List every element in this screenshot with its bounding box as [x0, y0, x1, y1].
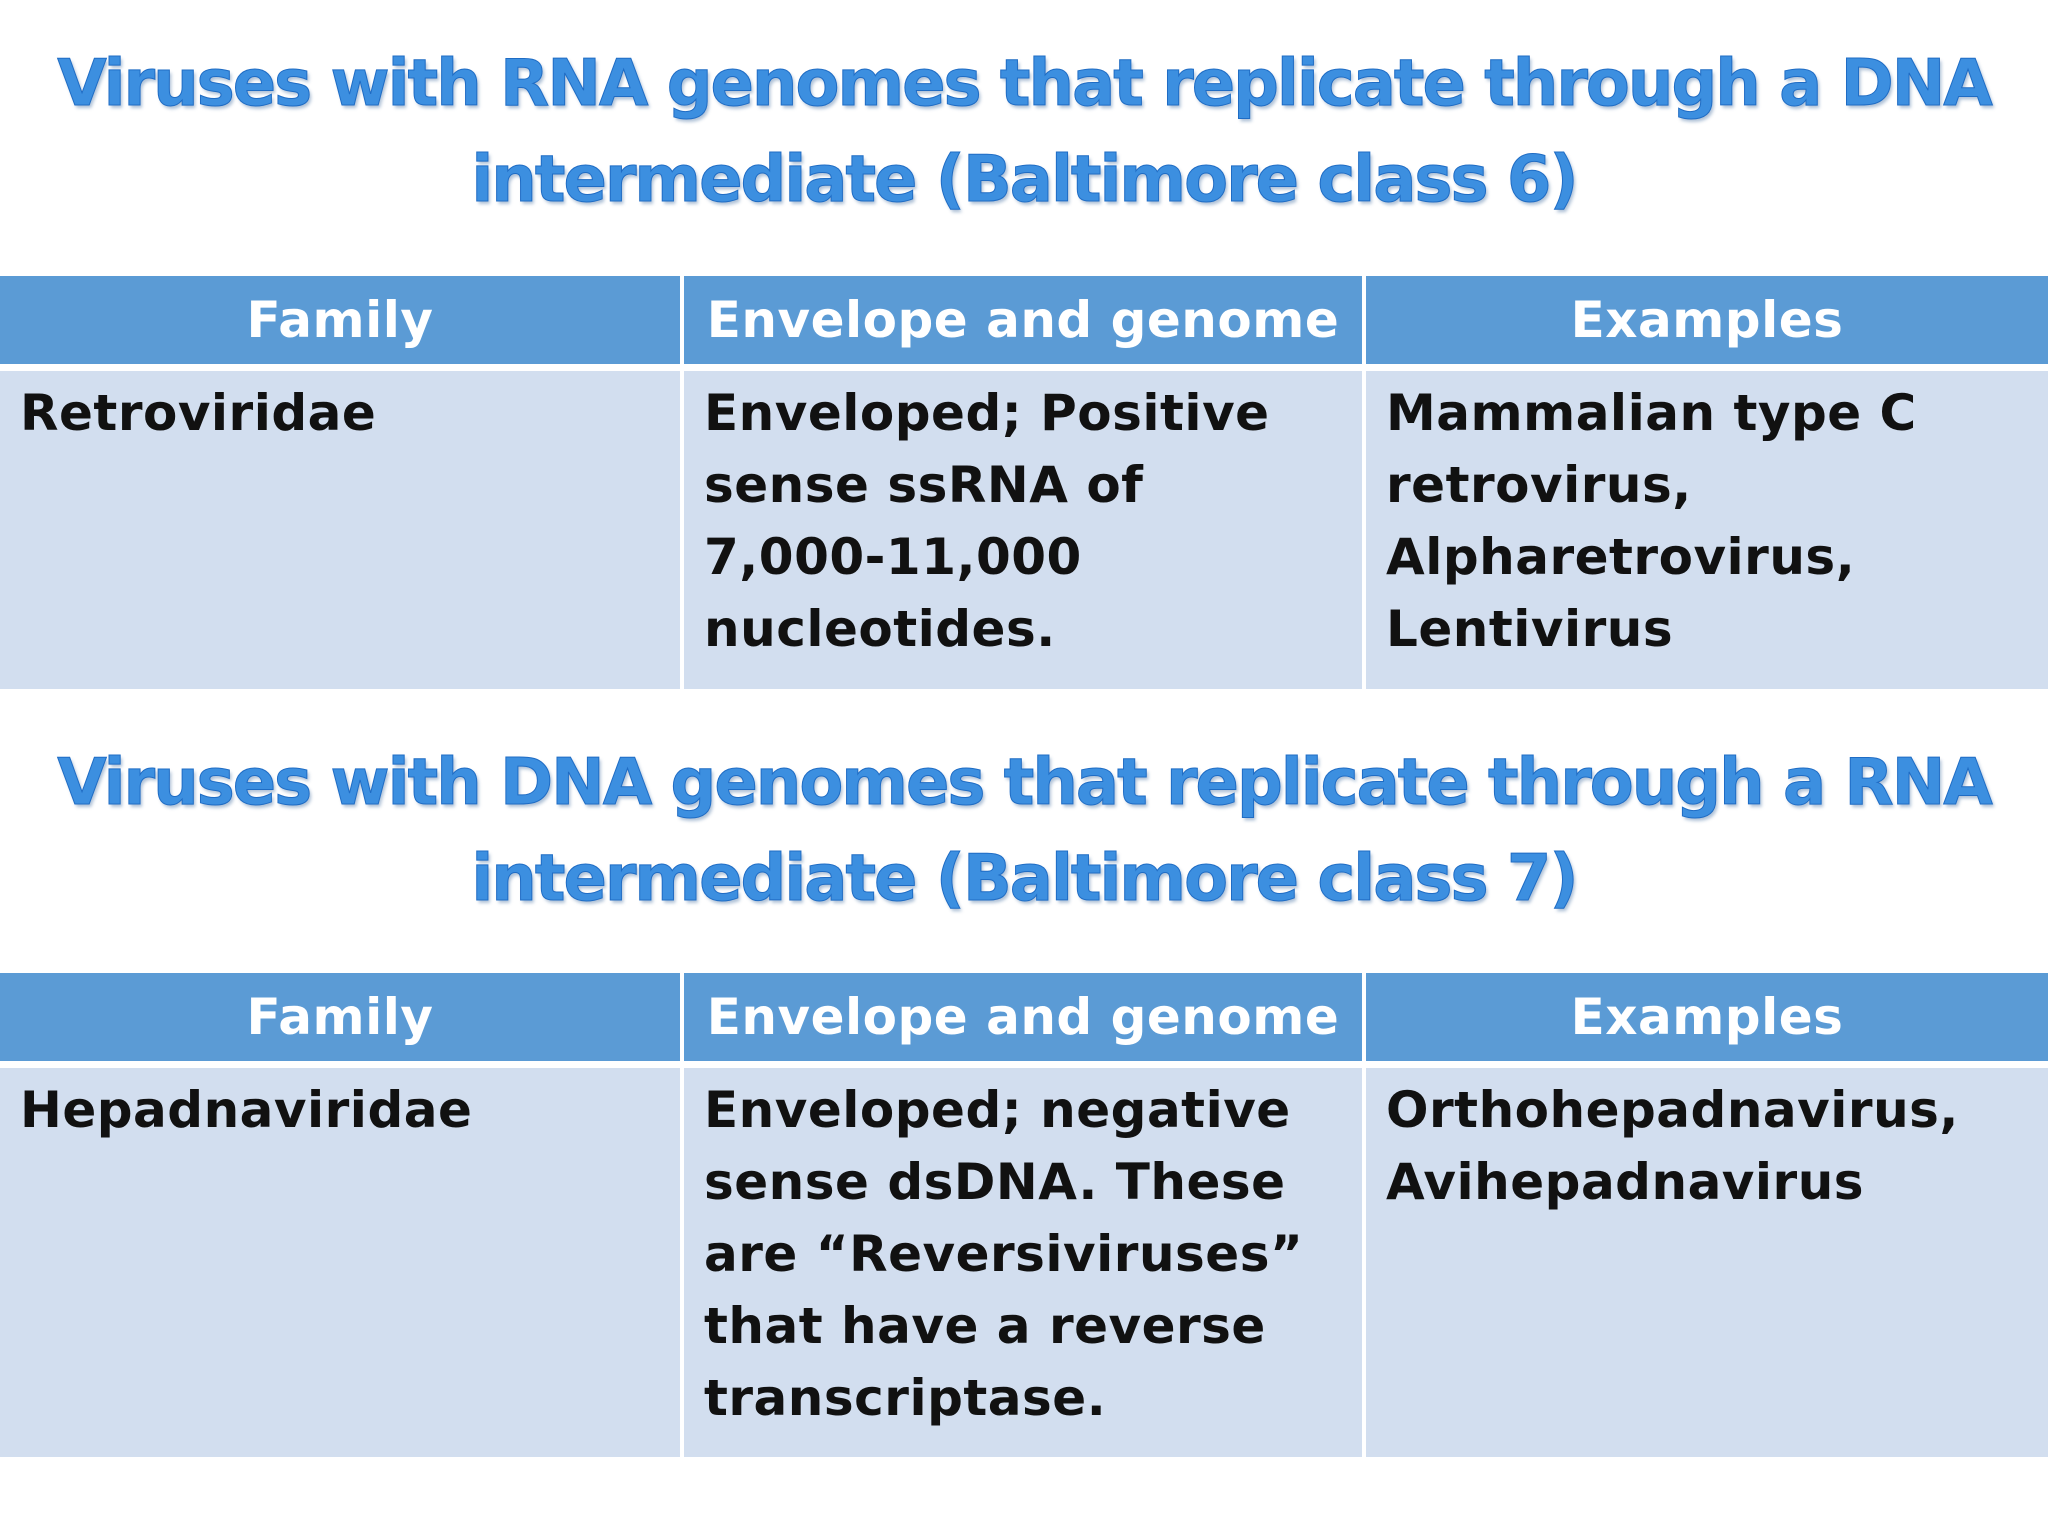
- envelope-genome-text: Enveloped; Positive sense ssRNA of 7,000…: [704, 384, 1270, 658]
- section-1-title-line-1: Viruses with RNA genomes that replicate …: [57, 47, 1994, 122]
- cell-envelope-genome: Enveloped; Positive sense ssRNA of 7,000…: [682, 367, 1366, 689]
- section-1-title: Viruses with RNA genomes that replicate …: [40, 36, 2008, 228]
- table-row: Retroviridae Enveloped; Positive sense s…: [0, 367, 2048, 689]
- cell-family: Retroviridae: [0, 367, 684, 689]
- column-header-examples: Examples: [1364, 973, 2048, 1068]
- cell-family: Hepadnaviridae: [0, 1064, 684, 1457]
- section-2-title: Viruses with DNA genomes that replicate …: [40, 735, 2008, 927]
- table-row: Hepadnaviridae Enveloped; negative sense…: [0, 1064, 2048, 1457]
- table-header-row: Family Envelope and genome Examples: [0, 973, 2048, 1068]
- envelope-genome-text: Enveloped; negative sense dsDNA. These a…: [704, 1081, 1304, 1427]
- examples-text: Mammalian type C retrovirus, Alpharetrov…: [1386, 384, 1917, 658]
- examples-text: Orthohepadnavirus, Avihepadnavirus: [1386, 1081, 1959, 1211]
- column-header-envelope-genome: Envelope and genome: [682, 973, 1366, 1068]
- family-text: Hepadnaviridae: [20, 1081, 473, 1139]
- cell-examples: Mammalian type C retrovirus, Alpharetrov…: [1364, 367, 2048, 689]
- column-header-envelope-genome: Envelope and genome: [682, 276, 1366, 371]
- column-header-examples: Examples: [1364, 276, 2048, 371]
- family-text: Retroviridae: [20, 384, 377, 442]
- baltimore-class-7-table: Family Envelope and genome Examples Hepa…: [0, 973, 2048, 1457]
- section-2-title-line-2: intermediate (Baltimore class 7): [471, 842, 1579, 917]
- cell-examples: Orthohepadnavirus, Avihepadnavirus: [1364, 1064, 2048, 1457]
- column-header-family: Family: [0, 973, 684, 1068]
- baltimore-class-6-table: Family Envelope and genome Examples Retr…: [0, 276, 2048, 689]
- table-header-row: Family Envelope and genome Examples: [0, 276, 2048, 371]
- section-2-title-line-1: Viruses with DNA genomes that replicate …: [57, 746, 1994, 821]
- section-1-title-line-2: intermediate (Baltimore class 6): [471, 143, 1579, 218]
- column-header-family: Family: [0, 276, 684, 371]
- cell-envelope-genome: Enveloped; negative sense dsDNA. These a…: [682, 1064, 1366, 1457]
